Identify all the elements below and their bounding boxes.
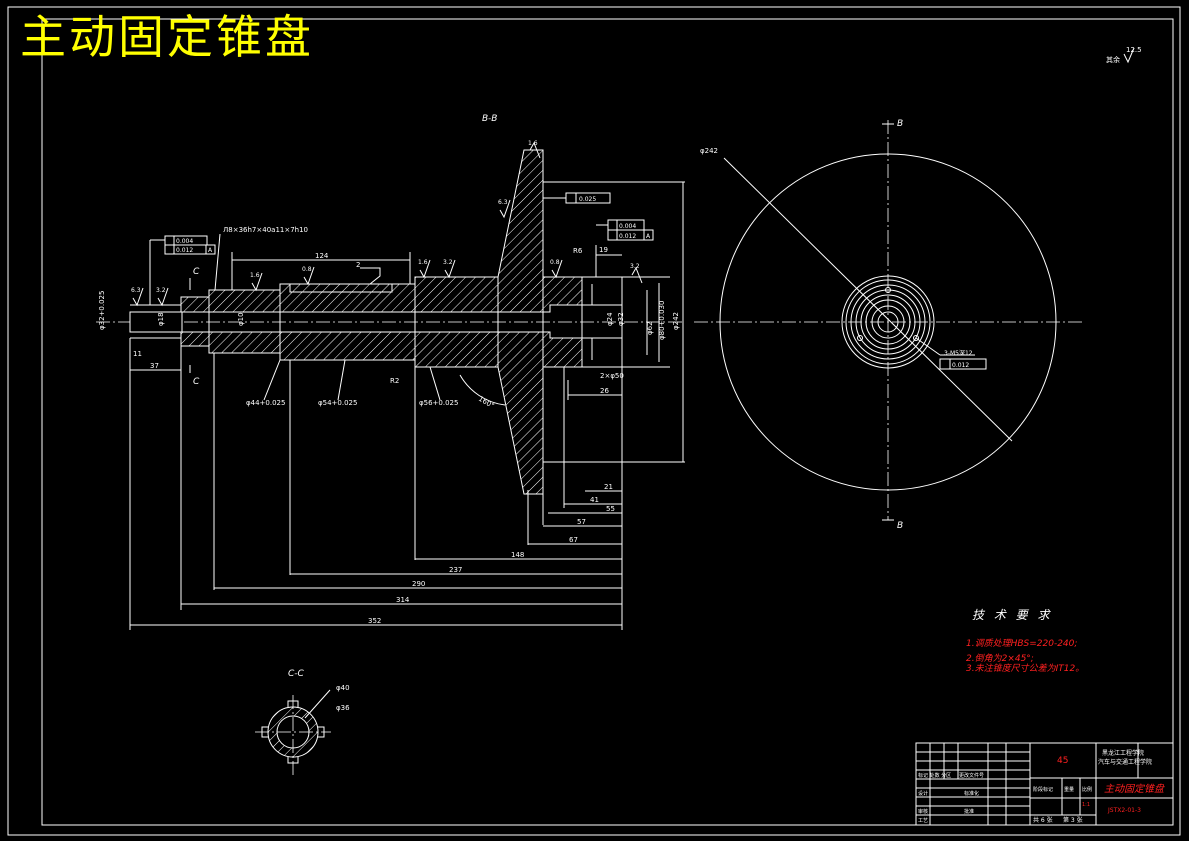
svg-text:1.6: 1.6 xyxy=(528,140,538,147)
cc-section xyxy=(255,689,331,775)
svg-text:设计: 设计 xyxy=(918,790,928,797)
svg-text:第 3 张: 第 3 张 xyxy=(1063,816,1083,824)
svg-text:其余: 其余 xyxy=(1106,55,1120,64)
svg-text:A: A xyxy=(208,247,213,254)
svg-text:汽车与交通工程学院: 汽车与交通工程学院 xyxy=(1098,758,1152,766)
svg-text:0.025: 0.025 xyxy=(579,196,596,203)
svg-text:φ44+0.025: φ44+0.025 xyxy=(246,399,285,407)
svg-text:0.8: 0.8 xyxy=(302,266,312,273)
svg-text:2×φ50: 2×φ50 xyxy=(600,372,624,380)
svg-text:290: 290 xyxy=(412,580,425,588)
gdt-frame-face: 0.025 xyxy=(543,192,611,204)
svg-text:124: 124 xyxy=(315,252,329,260)
svg-text:1:1: 1:1 xyxy=(1082,802,1090,808)
svg-text:工艺: 工艺 xyxy=(918,818,928,824)
section-c-top: C xyxy=(193,267,200,277)
svg-text:比例: 比例 xyxy=(1082,786,1092,793)
drawing-title: 主动固定锥盘 xyxy=(20,10,314,64)
section-bb-label: B-B xyxy=(482,114,497,124)
svg-text:φ54+0.025: φ54+0.025 xyxy=(318,399,357,407)
bottom-dimension-chain: 352 314 290 237 148 67 57 55 41 21 26 xyxy=(130,387,622,626)
svg-text:11: 11 xyxy=(133,350,142,358)
spline-note: Л8×36h7×40a11×7h10 xyxy=(223,226,308,234)
title-block xyxy=(915,742,1174,826)
end-view xyxy=(694,120,1083,521)
svg-text:0.004: 0.004 xyxy=(619,223,636,230)
tech-req-item-2: 2.倒角为2×45°; xyxy=(966,653,1034,664)
svg-text:37: 37 xyxy=(150,362,159,370)
svg-text:标准化: 标准化 xyxy=(964,790,979,797)
svg-text:R2: R2 xyxy=(390,377,399,385)
svg-text:55: 55 xyxy=(606,505,615,513)
svg-text:φ242: φ242 xyxy=(672,312,680,330)
end-view-b-bottom: B xyxy=(897,521,903,531)
svg-text:A: A xyxy=(646,233,651,240)
svg-text:φ56+0.025: φ56+0.025 xyxy=(419,399,458,407)
svg-text:审核: 审核 xyxy=(918,808,928,815)
title-block-drawing-no: JSTX2-01-3 xyxy=(1107,807,1141,814)
svg-text:0.012: 0.012 xyxy=(619,233,636,240)
svg-text:φ32: φ32 xyxy=(617,312,625,326)
svg-text:6.3: 6.3 xyxy=(131,287,141,294)
svg-text:2: 2 xyxy=(356,261,360,269)
default-roughness: 其余 12.5 xyxy=(1106,46,1142,64)
tech-req-heading: 技 术 要 求 xyxy=(972,608,1052,622)
svg-text:57: 57 xyxy=(577,518,586,526)
svg-text:R6: R6 xyxy=(573,247,583,255)
title-block-drawing-name: 主动固定锥盘 xyxy=(1104,783,1165,795)
svg-text:148: 148 xyxy=(511,551,524,559)
roughness-marks: 6.3 3.2 1.6 0.8 1.6 3.2 6.3 1.6 0.8 3.2 xyxy=(131,140,643,307)
svg-text:φ80+0.030: φ80+0.030 xyxy=(658,301,666,340)
svg-text:φ242: φ242 xyxy=(700,147,718,155)
svg-text:更改文件号: 更改文件号 xyxy=(959,772,984,779)
tech-req-item-1: 1.调质处理HBS=220-240; xyxy=(966,638,1077,649)
end-view-b-top: B xyxy=(897,119,903,129)
svg-text:批准: 批准 xyxy=(964,808,974,815)
svg-text:6.3: 6.3 xyxy=(498,199,508,206)
svg-text:0.012: 0.012 xyxy=(176,247,193,254)
svg-text:3.2: 3.2 xyxy=(630,263,640,270)
svg-text:φ18: φ18 xyxy=(157,312,165,326)
svg-text:41: 41 xyxy=(590,496,599,504)
gdt-frame-left: 0.004 0.012 A xyxy=(149,235,216,305)
svg-text:0.012: 0.012 xyxy=(952,362,969,369)
svg-text:237: 237 xyxy=(449,566,462,574)
svg-text:φ62: φ62 xyxy=(646,321,654,335)
svg-text:阶段标记: 阶段标记 xyxy=(1033,786,1053,793)
svg-text:12.5: 12.5 xyxy=(1126,46,1142,54)
svg-text:φ10: φ10 xyxy=(237,312,245,326)
svg-text:3.2: 3.2 xyxy=(443,259,453,266)
svg-text:26: 26 xyxy=(600,387,609,395)
gdt-frame-right: 0.004 0.012 A xyxy=(596,219,654,241)
section-cc-label: C-C xyxy=(288,669,305,679)
svg-text:0.8: 0.8 xyxy=(550,259,560,266)
svg-text:黑龙江工程学院: 黑龙江工程学院 xyxy=(1102,749,1144,757)
svg-text:3.2: 3.2 xyxy=(156,287,166,294)
svg-text:共 6 张: 共 6 张 xyxy=(1033,816,1053,824)
svg-text:0.004: 0.004 xyxy=(176,238,193,245)
svg-text:标记 处数 分区: 标记 处数 分区 xyxy=(918,772,951,779)
svg-text:φ40: φ40 xyxy=(336,684,350,692)
outer-border xyxy=(7,6,1181,836)
svg-text:1.6: 1.6 xyxy=(418,259,428,266)
svg-text:19: 19 xyxy=(599,246,608,254)
svg-text:352: 352 xyxy=(368,617,381,625)
svg-text:φ24: φ24 xyxy=(606,312,614,326)
svg-text:21: 21 xyxy=(604,483,613,491)
svg-text:1.6: 1.6 xyxy=(250,272,260,279)
svg-text:67: 67 xyxy=(569,536,578,544)
svg-text:重量: 重量 xyxy=(1064,786,1074,793)
title-block-material: 45 xyxy=(1057,756,1068,766)
svg-text:3-M5深12: 3-M5深12 xyxy=(944,349,973,357)
svg-text:φ32+0.025: φ32+0.025 xyxy=(98,291,106,330)
tech-req-item-3: 3.未注锥度尺寸公差为IT12。 xyxy=(966,663,1084,674)
svg-text:314: 314 xyxy=(396,596,410,604)
inner-border xyxy=(41,18,1174,826)
svg-text:φ36: φ36 xyxy=(336,704,350,712)
section-c-bottom: C xyxy=(193,377,200,387)
shaft-upper-section xyxy=(129,149,623,495)
